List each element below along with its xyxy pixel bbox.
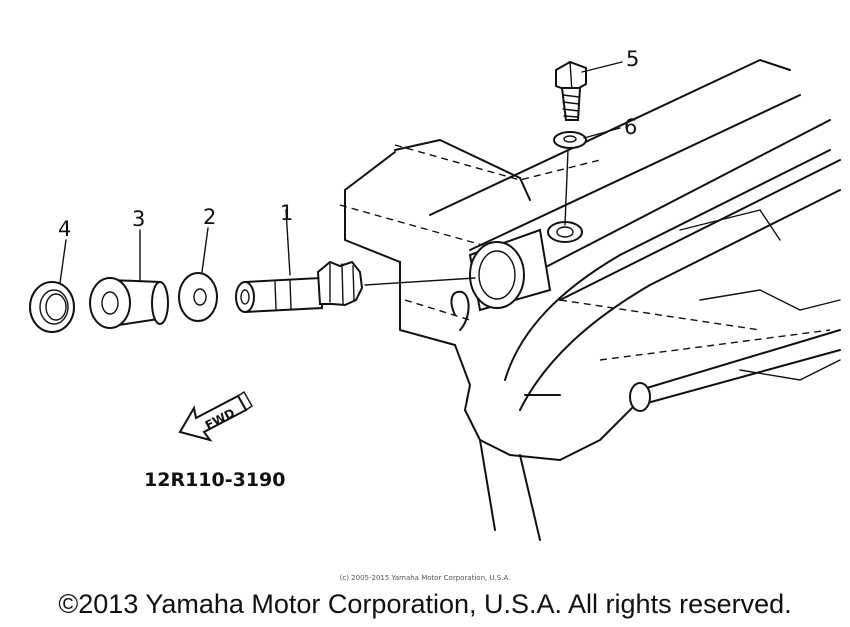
fwd-arrow-icon: FWD — [178, 391, 253, 442]
gear-housing — [339, 59, 841, 541]
small-copyright-notice: (c) 2005-2015 Yamaha Motor Corporation, … — [339, 574, 511, 582]
part-2-washer — [178, 272, 218, 322]
leader-1 — [285, 209, 291, 276]
diagram-part-number: 12R110-3190 — [144, 469, 286, 491]
assembly-line-bolt — [564, 149, 569, 226]
leader-2 — [201, 227, 209, 273]
assembly-line-shaft — [364, 277, 476, 286]
callout-1: 1 — [280, 201, 293, 225]
callout-4: 4 — [58, 217, 71, 241]
leader-4 — [59, 239, 67, 284]
callout-6: 6 — [624, 115, 637, 139]
part-6-washer — [553, 131, 587, 149]
leader-5 — [581, 61, 623, 73]
callout-2: 2 — [203, 205, 216, 229]
callout-5: 5 — [626, 47, 639, 71]
copyright-notice: ©2013 Yamaha Motor Corporation, U.S.A. A… — [58, 589, 792, 619]
part-3-bushing — [89, 277, 169, 329]
part-1-pinion-shaft — [235, 260, 364, 314]
part-4-oil-seal — [29, 281, 75, 333]
callout-3: 3 — [132, 207, 145, 231]
leader-6 — [583, 127, 621, 139]
part-5-bolt — [555, 60, 587, 121]
